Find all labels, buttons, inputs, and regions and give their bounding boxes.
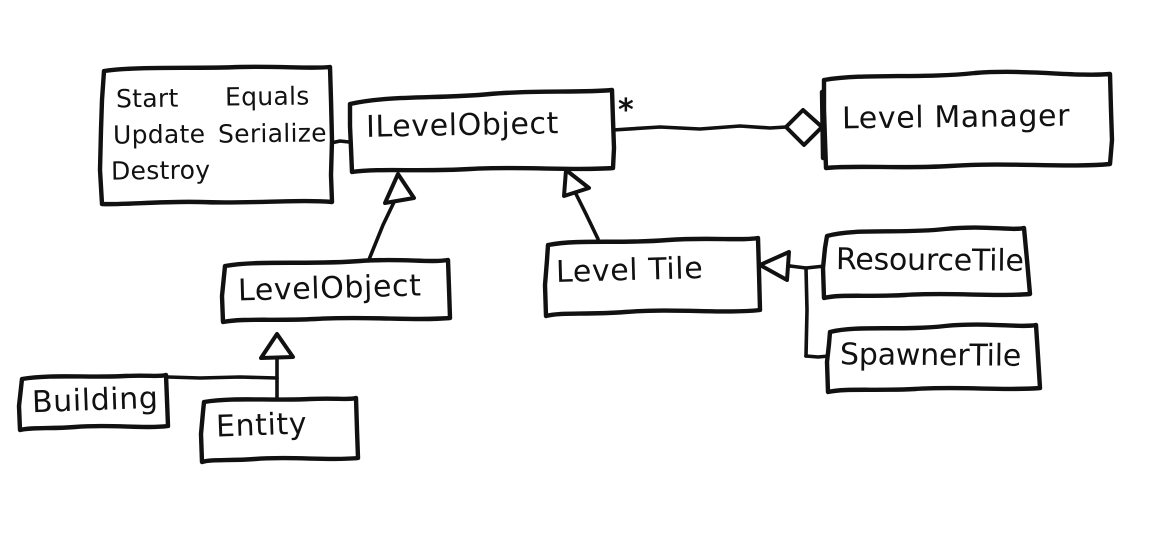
- building-label: Building: [31, 380, 160, 421]
- levelobject-label: LevelObject: [237, 268, 422, 309]
- note-line-2-left: Update: [112, 119, 206, 150]
- gen-leveltile-to-ilevelobject-line: [574, 192, 600, 241]
- box-layer: [16, 64, 1115, 465]
- note-line-1-left: Start: [115, 83, 179, 114]
- spawnertile-label: SpawnerTile: [839, 337, 1022, 374]
- note-line-1-right: Equals: [224, 81, 310, 112]
- spawnertile-box: [824, 322, 1043, 395]
- aggregation-multiplicity-label: *: [618, 93, 634, 128]
- gen-levelobject-children-arrowhead-icon: [259, 332, 295, 360]
- note-line-2-right: Serialize: [217, 118, 328, 149]
- leveltile-label: Level Tile: [555, 250, 704, 291]
- gen-tiles-arrowhead-icon: [758, 250, 791, 282]
- levelobject-box: [219, 257, 453, 325]
- aggregation-line: [611, 124, 788, 132]
- resourcetile-box: [820, 225, 1033, 301]
- aggregation-diamond-icon: [784, 108, 824, 147]
- levelmanager-box: [821, 69, 1115, 171]
- entity-label: Entity: [215, 406, 308, 445]
- tile-tree-vertical: [804, 266, 809, 358]
- gen-leveltile-arrowhead-icon: [562, 168, 591, 198]
- ilevelobject-box: [347, 87, 617, 175]
- resourcetile-label: ResourceTile: [835, 242, 1024, 279]
- ilevelobject-label: ILevelObject: [365, 106, 560, 145]
- gen-spawnertile-branch: [804, 354, 831, 359]
- leveltile-box: [542, 235, 763, 319]
- levelmanager-label: Level Manager: [841, 98, 1071, 137]
- gen-levelobject-arrowhead-icon: [383, 172, 416, 205]
- methods-note-box: [97, 64, 335, 207]
- gen-building-branch: [166, 375, 279, 380]
- connector-layer: [166, 89, 831, 402]
- note-line-3-left: Destroy: [110, 155, 211, 186]
- gen-levelobject-to-ilevelobject-line: [366, 198, 397, 264]
- building-box: [16, 372, 171, 433]
- entity-box: [198, 395, 361, 465]
